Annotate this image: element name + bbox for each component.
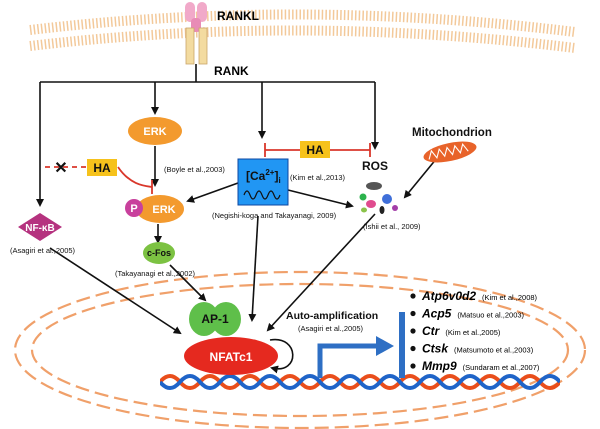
nfkb-label: NF-κB — [25, 223, 54, 234]
phosphate-label: P — [130, 203, 137, 215]
cell-membrane — [29, 9, 576, 53]
phospho-erk-node: ERK — [136, 195, 184, 223]
ha-left-label: HA — [93, 161, 111, 175]
rankl-label: RANKL — [217, 9, 259, 23]
dna-helix-icon — [160, 374, 560, 390]
citation-asagiri-nfkb: (Asagiri et al.,2005) — [10, 246, 76, 255]
auto-amplification-loop — [269, 338, 294, 374]
cfos-label: c-Fos — [147, 248, 171, 258]
erk-label: ERK — [143, 126, 166, 138]
ros-molecules-icon — [359, 182, 398, 214]
ap1-label: AP-1 — [201, 312, 229, 326]
ros-label: ROS — [362, 159, 388, 173]
erk-node: ERK — [128, 117, 182, 145]
bullet-icon — [410, 310, 416, 317]
cfos-node: c-Fos — [143, 242, 175, 264]
er-squiggle-icon — [243, 190, 281, 200]
gene-name: Ctsk — [422, 342, 449, 356]
nfatc1-node: NFATc1 — [184, 337, 278, 375]
citation-negishi: (Negishi-koga and Takayanagi, 2009) — [212, 211, 337, 220]
gene-row: Ctr (Kim et al.,2005) — [410, 324, 501, 338]
gene-citation: (Kim et al.,2008) — [482, 293, 538, 302]
calcium-bracket: ] — [274, 169, 278, 183]
gene-name: Acp5 — [421, 307, 452, 321]
activation-arrows — [49, 146, 438, 335]
gene-name: Atp6v0d2 — [421, 289, 476, 303]
bullet-icon — [410, 293, 416, 299]
gene-row: Mmp9 (Sundaram et al.,2007) — [410, 359, 540, 373]
gene-citation: (Sundaram et al.,2007) — [463, 363, 540, 372]
gene-citation: (Kim et al.,2005) — [445, 328, 501, 337]
ha-top-label: HA — [306, 143, 324, 157]
rank-distribution-lines — [36, 64, 379, 207]
gene-row: Atp6v0d2 (Kim et al.,2008) — [410, 289, 538, 303]
bullet-icon — [410, 363, 416, 369]
citation-boyle: (Boyle et al.,2003) — [164, 165, 225, 174]
nucleus — [13, 270, 587, 429]
citation-takayanagi: (Takayanagi et al.,2002) — [115, 269, 196, 278]
gene-name: Ctr — [422, 324, 441, 338]
promoter-arrow-icon — [317, 312, 405, 378]
gene-row: Acp5 (Matsuo et al.,2003) — [410, 307, 525, 321]
gene-citation: (Matsuo et al.,2003) — [457, 311, 524, 320]
ha-left-node: HA — [87, 159, 117, 176]
rank-label: RANK — [214, 64, 249, 78]
gene-name: Mmp9 — [422, 359, 457, 373]
ha-top-node: HA — [300, 141, 330, 158]
inhibition-lines — [45, 143, 371, 194]
calcium-label: [Ca — [246, 169, 266, 183]
phosphate-icon: P — [125, 199, 143, 217]
bullet-icon — [410, 345, 416, 352]
calcium-subscript: i — [278, 176, 280, 185]
target-gene-list: Atp6v0d2 (Kim et al.,2008) Acp5 (Matsuo et … — [410, 289, 540, 373]
calcium-node: [Ca2+]i — [237, 158, 289, 206]
mitochondrion-label: Mitochondrion — [412, 127, 492, 139]
auto-amplification-label: Auto-amplification — [286, 310, 378, 322]
block-cross-icon: ✕ — [54, 160, 67, 177]
nfkb-node: NF-κB — [18, 213, 62, 241]
citation-asagiri-auto: (Asagiri et al.,2005) — [298, 324, 364, 333]
citation-ishii: (Ishii et al., 2009) — [363, 222, 421, 231]
calcium-superscript: 2+ — [265, 168, 274, 177]
gene-citation: (Matsumoto et al.,2003) — [454, 346, 534, 355]
nfatc1-label: NFATc1 — [210, 350, 253, 364]
bullet-icon — [410, 328, 416, 334]
ap1-node: AP-1 — [189, 302, 241, 336]
mitochondrion-icon — [423, 141, 477, 163]
svg-text:[Ca2+]i: [Ca2+]i — [246, 168, 281, 185]
citation-kim2013: (Kim et al.,2013) — [290, 173, 346, 182]
rank-receptor-icon — [185, 27, 208, 65]
perk-label: ERK — [152, 204, 175, 216]
gene-row: Ctsk (Matsumoto et al.,2003) — [410, 342, 534, 356]
